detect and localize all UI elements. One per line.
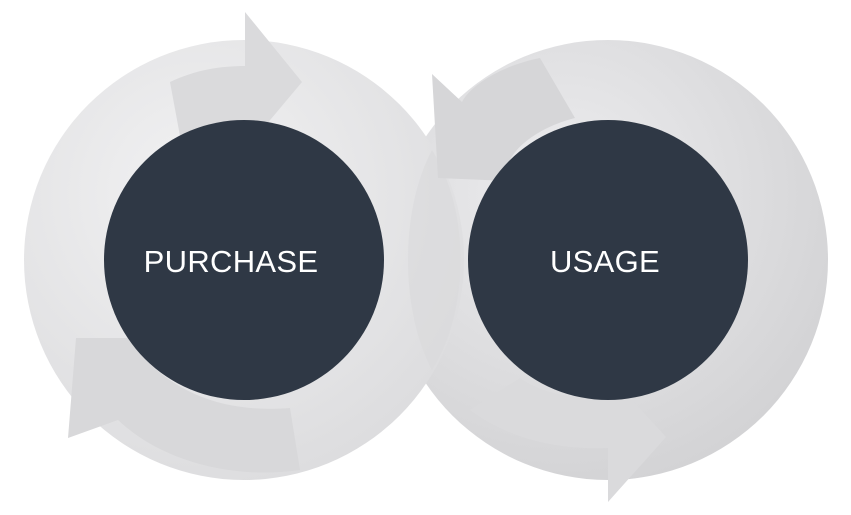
usage-core-circle <box>468 120 748 400</box>
usage-top-arrow <box>432 58 575 182</box>
purchase-top-arrow <box>170 12 302 150</box>
usage-bottom-arrow <box>470 374 666 502</box>
ring-overlap-shade <box>408 150 461 370</box>
purchase-bottom-arrow <box>68 338 300 473</box>
purchase-label: PURCHASE <box>144 244 319 279</box>
purchase-core-circle <box>104 120 384 400</box>
usage-label: USAGE <box>550 244 660 279</box>
